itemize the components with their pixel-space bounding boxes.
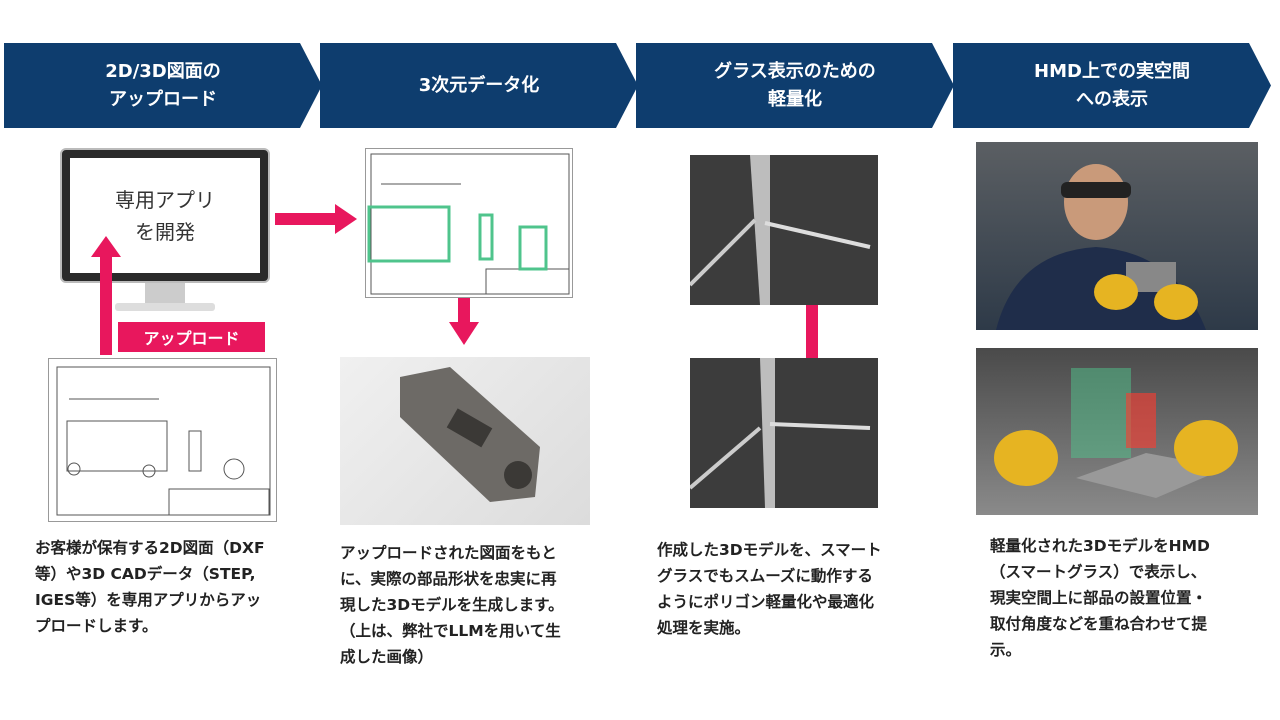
ar-overlay-photo bbox=[976, 348, 1258, 515]
step-desc-2: アップロードされた図面をもと に、実際の部品形状を忠実に再 現した3Dモデルを生… bbox=[340, 544, 564, 666]
mesh-before-image bbox=[688, 155, 878, 305]
step-header-4: HMD上での実空間 への表示 bbox=[953, 43, 1271, 128]
mesh-after-image bbox=[688, 358, 878, 508]
step-header-1: 2D/3D図面の アップロード bbox=[4, 43, 322, 128]
step-desc-4: 軽量化された3DモデルをHMD （スマートグラス）で表示し、 現実空間上に部品の… bbox=[990, 537, 1210, 659]
step-header-2: 3次元データ化 bbox=[320, 43, 638, 128]
step-header-3: グラス表示のための 軽量化 bbox=[636, 43, 954, 128]
cad-drawing-highlighted-image bbox=[365, 148, 573, 298]
upload-label: アップロード bbox=[118, 322, 265, 352]
cad-drawing-image bbox=[48, 358, 277, 522]
step-desc-3: 作成した3Dモデルを、スマート グラスでもスムーズに動作する ようにポリゴン軽量… bbox=[657, 541, 882, 637]
3d-part-render-image bbox=[340, 357, 590, 525]
step-desc-1: お客様が保有する2D図面（DXF 等）や3D CADデータ（STEP, IGES… bbox=[35, 539, 265, 635]
worker-with-hmd-photo bbox=[976, 142, 1258, 330]
